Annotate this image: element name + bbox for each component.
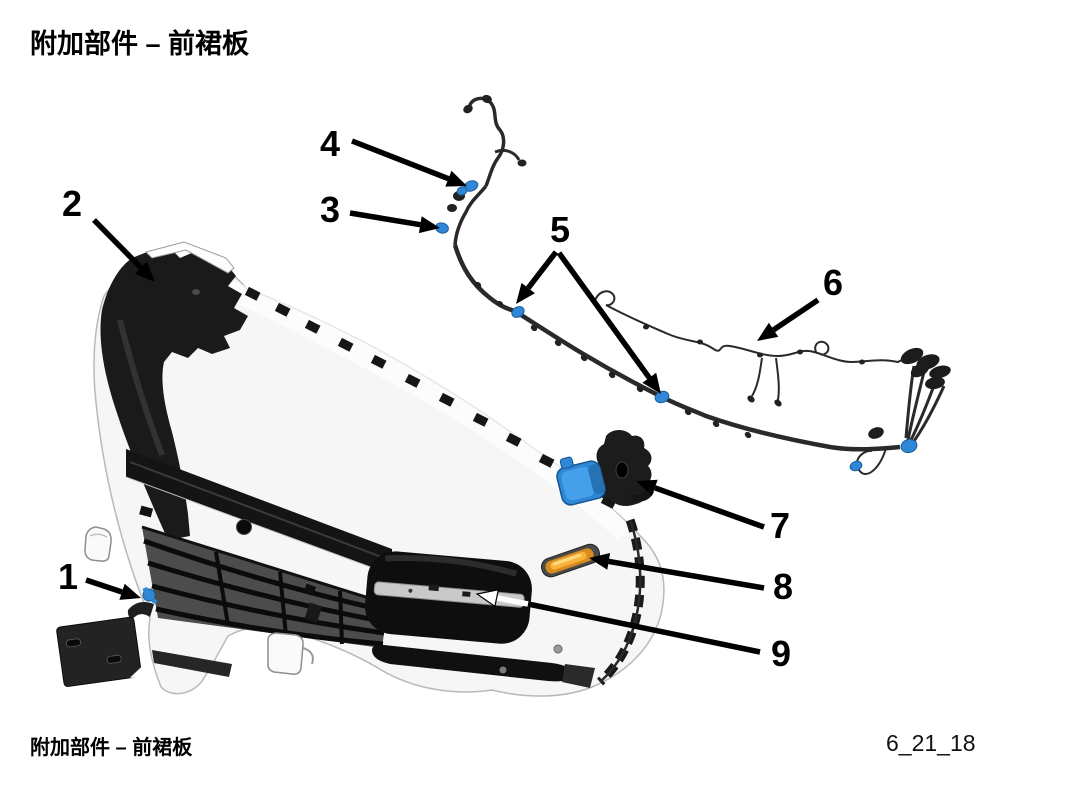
bar-clip-mid	[303, 583, 317, 595]
callout-label-4: 4	[320, 123, 340, 164]
callout-arrow-6	[757, 297, 820, 341]
bundle-cable-4	[910, 385, 946, 445]
arch-edge-line	[599, 519, 642, 683]
front-bumper-illustration	[93, 241, 665, 697]
harness-blue-clips	[435, 180, 918, 472]
blue-clip-5a	[511, 306, 525, 318]
skid-strip	[152, 650, 232, 677]
callout-arrow-1	[85, 577, 141, 600]
callout-label-6: 6	[823, 262, 843, 303]
bar-clip-left	[139, 505, 154, 518]
side-marker-lamp	[540, 543, 601, 578]
callout-arrow-8	[589, 553, 765, 591]
harness-thin-branch	[605, 304, 913, 364]
page-title: 附加部件 – 前裙板	[30, 29, 250, 59]
blue-sensor	[556, 456, 606, 506]
callout-arrow-5b	[556, 251, 661, 394]
footer-caption: 附加部件 – 前裙板	[30, 737, 193, 759]
upper-slot-slat	[129, 461, 393, 562]
curved-clip	[127, 602, 154, 620]
loop-wire-right	[856, 447, 887, 475]
bracket-hole	[192, 289, 200, 295]
callout-label-5: 5	[550, 209, 570, 250]
callout-arrows	[85, 138, 820, 655]
callout-arrow-4	[350, 138, 467, 187]
blue-connector-right-small	[849, 460, 863, 472]
blue-rivet-1	[142, 586, 158, 605]
bundle-cable-2	[906, 371, 926, 441]
grille-bars	[143, 538, 388, 647]
sensor-bracket-assembly	[556, 430, 654, 506]
hanging-wire-2	[775, 357, 780, 401]
bracket-streak	[117, 319, 165, 457]
callout-arrow-3	[349, 210, 440, 234]
corner-shade	[562, 664, 595, 688]
callout-arrow-5a	[516, 250, 559, 304]
lip-clip	[304, 602, 323, 623]
callout-label-9: 9	[771, 633, 791, 674]
harness-main-run	[452, 244, 901, 452]
callout-arrow-9	[475, 589, 761, 655]
hanging-wire-1	[751, 357, 763, 397]
lower-intake-slot	[372, 644, 573, 682]
center-cover-tab	[302, 647, 314, 665]
callout-label-8: 8	[773, 566, 793, 607]
callout-label-1: 1	[58, 556, 78, 597]
upper-grille-slot	[126, 449, 392, 575]
lip-dot	[499, 666, 507, 674]
harness-top-loop	[467, 96, 506, 187]
license-plate-bracket	[56, 616, 145, 687]
bracket-opening	[615, 461, 629, 479]
figure-code: 6_21_18	[886, 730, 976, 756]
harness-bundle	[900, 347, 951, 390]
callout-label-2: 2	[62, 183, 82, 224]
tow-eye-cover	[84, 526, 112, 562]
grille-top-edge	[141, 525, 389, 606]
blue-connector-4b	[456, 186, 468, 196]
loose-parts	[56, 526, 314, 687]
harness-thin-loop	[593, 290, 616, 307]
callout-labels: 1 2 3 4 5 6 7 8 9	[58, 123, 843, 674]
callout-label-7: 7	[770, 505, 790, 546]
grille-struts	[214, 551, 344, 645]
harness-top-drop	[453, 184, 488, 246]
blue-connector-right	[900, 438, 918, 454]
center-cover	[267, 632, 304, 675]
callout-arrow-2	[92, 218, 155, 282]
parking-sensor-dot	[553, 644, 563, 654]
harness-top-branch	[494, 148, 521, 161]
harness-branch-loop	[814, 340, 830, 356]
white-bar-edge-top	[125, 476, 393, 576]
tow-eye-cover-line	[89, 533, 108, 538]
fender-sliver	[145, 241, 235, 274]
harness-connectors	[447, 94, 884, 439]
callout-arrow-7	[636, 479, 765, 530]
wiring-harness-illustration	[435, 94, 951, 475]
tow-eye	[236, 519, 252, 535]
callout-label-3: 3	[320, 189, 340, 230]
